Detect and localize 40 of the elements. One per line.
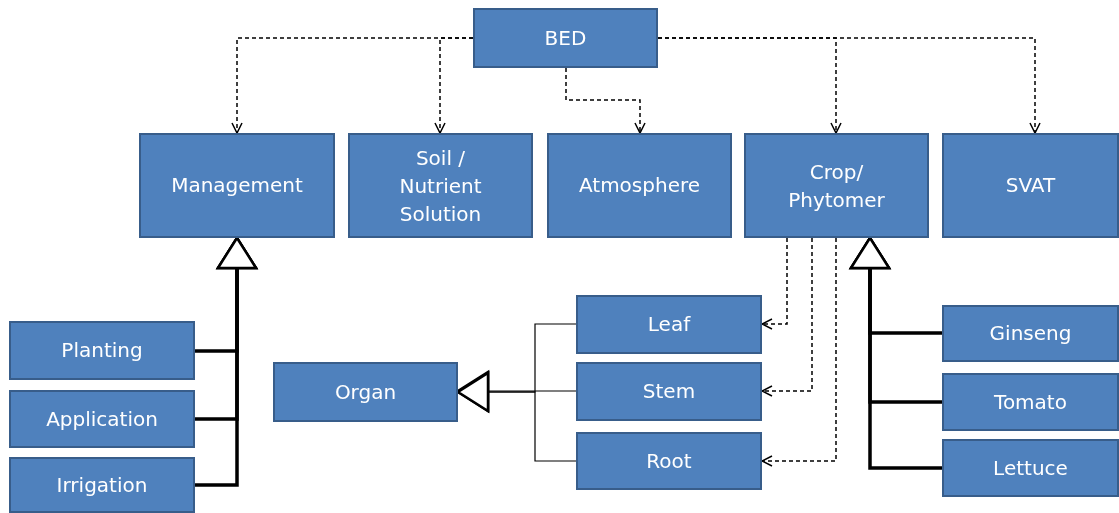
class-box <box>744 133 929 238</box>
class-box <box>576 362 762 421</box>
class-box <box>576 432 762 490</box>
class-box <box>942 305 1119 362</box>
class-name: Stem <box>642 378 696 405</box>
class-name: Soil / Nutrient Solution <box>398 144 483 228</box>
class-name: Irrigation <box>56 471 148 499</box>
class-box <box>576 295 762 354</box>
class-box <box>9 457 195 513</box>
class-box <box>547 133 732 238</box>
class-name: Planting <box>61 337 143 364</box>
class-name: Ginseng <box>989 320 1072 347</box>
class-name: Root <box>646 447 692 475</box>
dashed-arrow <box>761 237 837 467</box>
dashed-arrow <box>657 37 1041 134</box>
class-name: Crop/ Phytomer <box>787 158 886 214</box>
class-name: Tomato <box>994 388 1067 416</box>
inheritance-arrow <box>849 236 942 470</box>
dashed-arrow <box>565 67 646 134</box>
class-name: Leaf <box>647 311 691 338</box>
class-box <box>942 373 1119 431</box>
class-box <box>348 133 533 238</box>
class-box <box>473 8 658 68</box>
dashed-arrow <box>761 237 788 330</box>
class-name: Organ <box>334 378 397 406</box>
class-name: BED <box>544 24 587 52</box>
class-name: Atmosphere <box>578 172 701 199</box>
class-box <box>942 133 1119 238</box>
dashed-arrow <box>761 237 813 397</box>
class-box <box>273 362 458 422</box>
inheritance-arrow <box>195 236 258 487</box>
class-box <box>9 321 195 380</box>
class-box <box>942 439 1119 497</box>
class-name: Application <box>46 405 158 433</box>
class-name: Management <box>171 172 303 199</box>
dashed-arrow <box>434 37 474 134</box>
class-box <box>9 390 195 448</box>
class-box <box>139 133 335 238</box>
class-name: Lettuce <box>993 454 1068 482</box>
class-name: SVAT <box>1005 172 1056 199</box>
